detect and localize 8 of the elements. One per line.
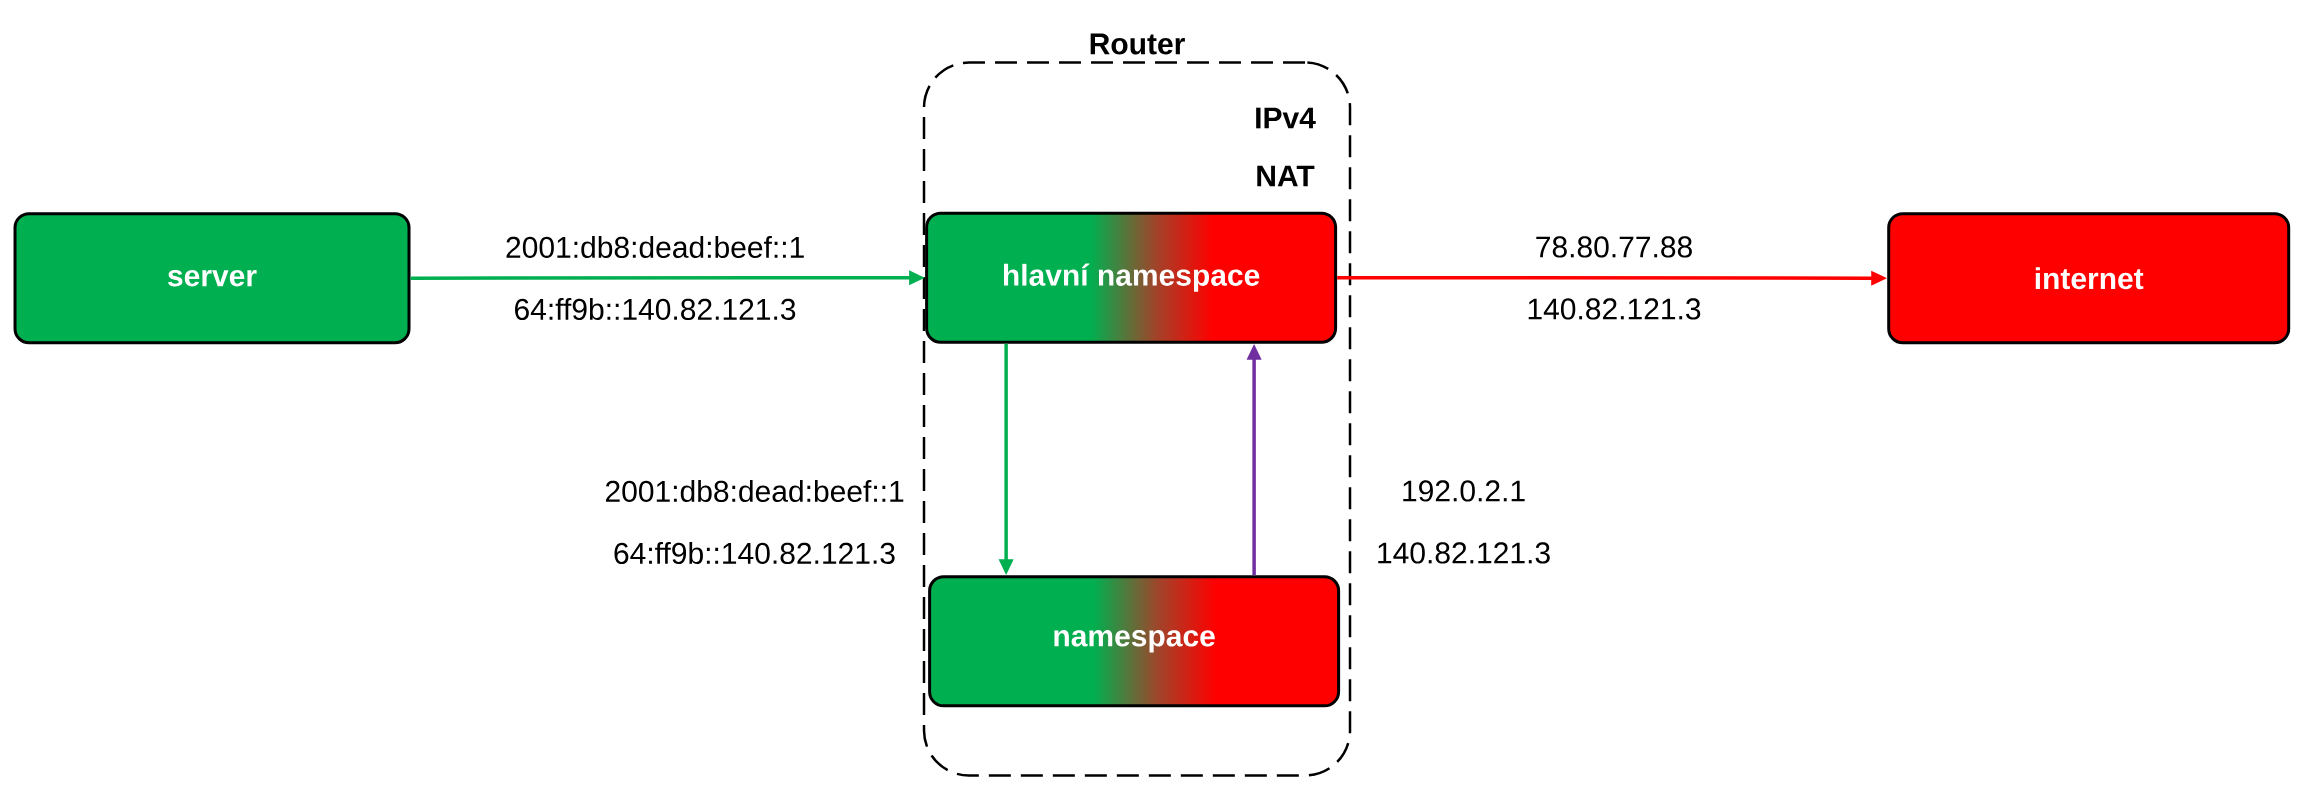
edge-label: 2001:db8:dead:beef::1 64:ff9b::140.82.121.3: [506, 236, 804, 320]
namespace-box: internet: [1887, 212, 2291, 345]
group-label: IPv4 NAT: [1256, 107, 1316, 187]
edge-label: 2001:db8:dead:beef::1 64:ff9b::140.82.121.3: [606, 480, 904, 564]
edge-label: 192.0.2.1 140.82.121.3: [1378, 480, 1550, 564]
namespace-box: server: [13, 212, 411, 345]
group-heading: Router: [1090, 33, 1185, 55]
edge-label: 78.80.77.88 140.82.121.3: [1528, 236, 1701, 320]
